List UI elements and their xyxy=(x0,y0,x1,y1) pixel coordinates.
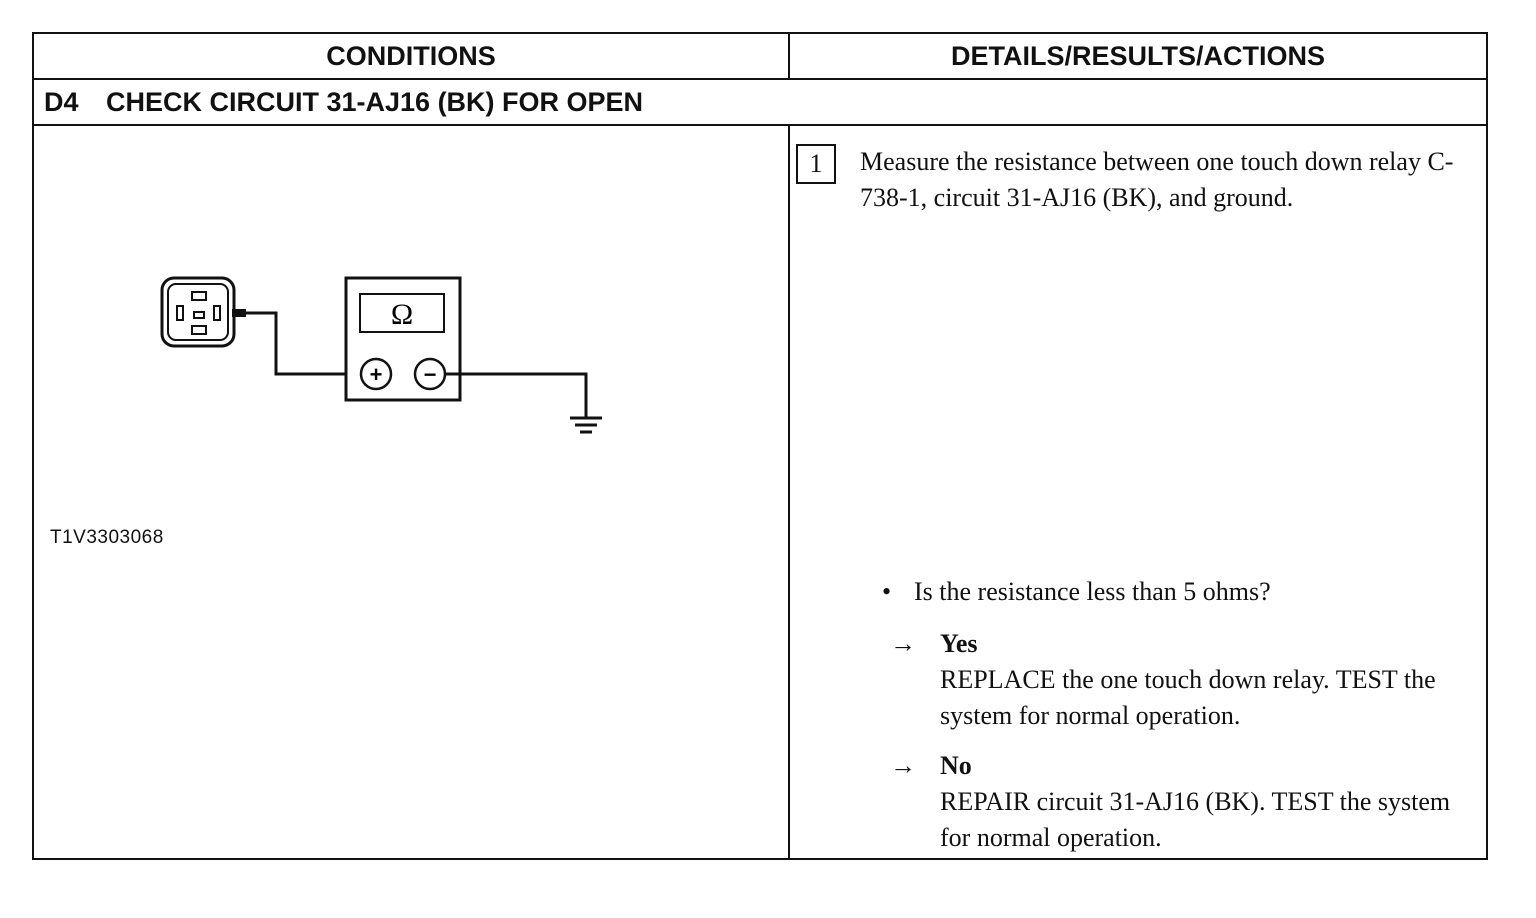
circuit-diagram: Ω + − xyxy=(160,276,602,434)
section-heading: D4 CHECK CIRCUIT 31-AJ16 (BK) FOR OPEN xyxy=(44,80,643,124)
step-instruction: Measure the resistance between one touch… xyxy=(860,147,1454,212)
arrow-right-icon: → xyxy=(890,629,916,658)
bullet-icon: • xyxy=(882,577,892,606)
conditions-header: CONDITIONS xyxy=(326,41,496,71)
positive-terminal-symbol: + xyxy=(370,362,383,387)
positive-lead-wire xyxy=(244,311,356,376)
result-no-label: No xyxy=(940,751,972,780)
header-divider xyxy=(34,78,1486,80)
header-column-divider xyxy=(788,34,790,80)
body-column-divider xyxy=(788,126,790,858)
check-question: • Is the resistance less than 5 ohms? xyxy=(882,574,1271,610)
relay-connector-icon xyxy=(160,276,246,348)
result-yes-action: REPLACE the one touch down relay. TEST t… xyxy=(940,665,1436,730)
ohm-symbol: Ω xyxy=(391,298,413,331)
result-no-action: REPAIR circuit 31-AJ16 (BK). TEST the sy… xyxy=(940,787,1451,852)
section-divider xyxy=(34,124,1486,126)
section-number: D4 xyxy=(44,87,79,117)
result-yes-label: Yes xyxy=(940,629,978,658)
diagnostic-table: CONDITIONS DETAILS/RESULTS/ACTIONS D4 CHE… xyxy=(32,32,1488,860)
figure-id: T1V3303068 xyxy=(50,527,164,548)
details-header: DETAILS/RESULTS/ACTIONS xyxy=(950,41,1325,71)
question-text: Is the resistance less than 5 ohms? xyxy=(914,577,1271,606)
negative-lead-wire xyxy=(445,372,588,418)
arrow-right-icon: → xyxy=(890,751,916,780)
negative-terminal-symbol: − xyxy=(424,362,437,387)
ground-symbol-icon xyxy=(570,416,602,434)
ohmmeter-icon: Ω + − xyxy=(344,276,462,402)
section-title: CHECK CIRCUIT 31-AJ16 (BK) FOR OPEN xyxy=(106,87,644,117)
step-number: 1 xyxy=(796,144,836,184)
